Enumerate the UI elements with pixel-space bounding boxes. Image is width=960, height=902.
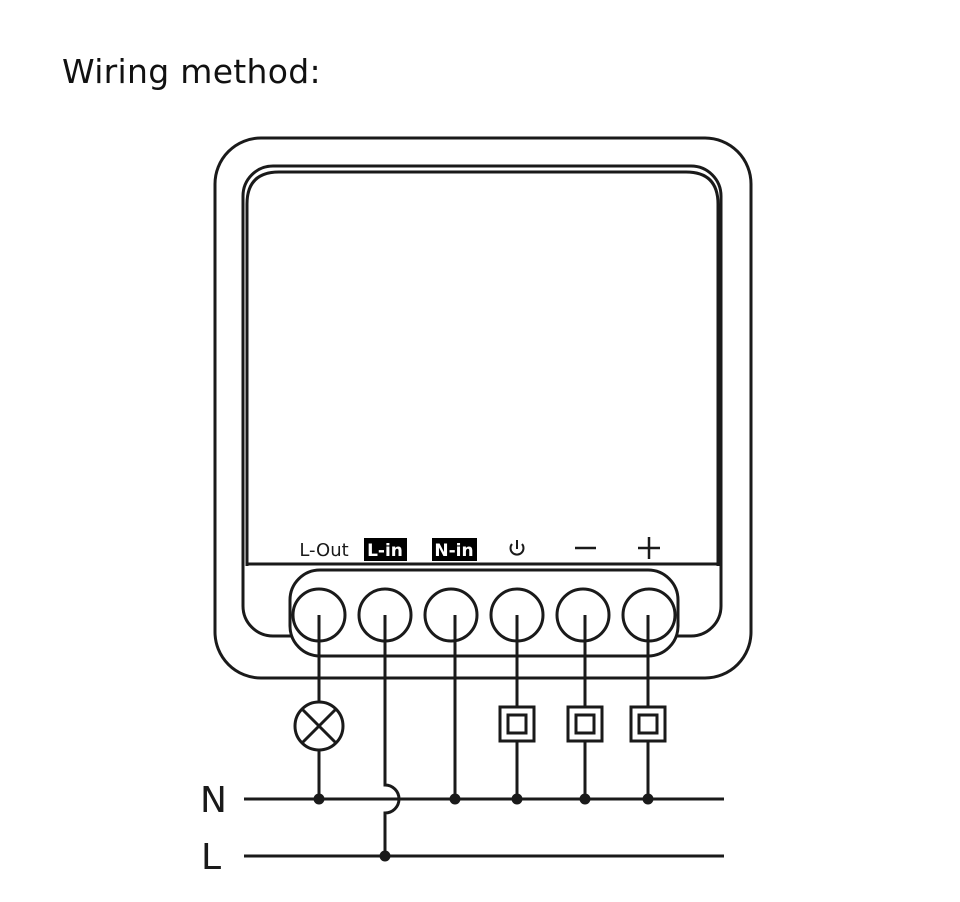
switch-module [213, 136, 753, 680]
module-outer-frame [213, 136, 753, 680]
terminal-block [288, 568, 680, 658]
push-switch-icon-minus [566, 705, 604, 743]
terminal-screw-n-in [423, 587, 479, 643]
power-icon [509, 540, 525, 556]
neutral-label: N [200, 780, 227, 821]
module-face-panel [245, 170, 720, 566]
terminal-label-l-out: L-Out [299, 540, 348, 561]
terminal-labels: L-Out L-in N-in [299, 537, 660, 561]
plus-icon [638, 537, 660, 559]
lamp-icon [293, 700, 345, 752]
junction-dot [449, 793, 461, 805]
push-switch-icon-plus [629, 705, 667, 743]
terminal-badge-n-in [432, 538, 477, 561]
terminal-label-n-in: N-in [434, 541, 473, 561]
live-label: L [201, 837, 221, 878]
junction-dot [313, 793, 325, 805]
junction-dot [379, 850, 391, 862]
junction-dot [511, 793, 523, 805]
junction-dot [579, 793, 591, 805]
terminal-screw-minus [555, 587, 611, 643]
push-switch-icon-power [498, 705, 536, 743]
junction-dot [642, 793, 654, 805]
junction-dots [313, 793, 654, 862]
terminal-badge-l-in [364, 538, 407, 561]
terminal-label-l-in: L-in [367, 541, 403, 561]
switch-symbols [498, 705, 667, 743]
page-title: Wiring method: [62, 52, 321, 91]
